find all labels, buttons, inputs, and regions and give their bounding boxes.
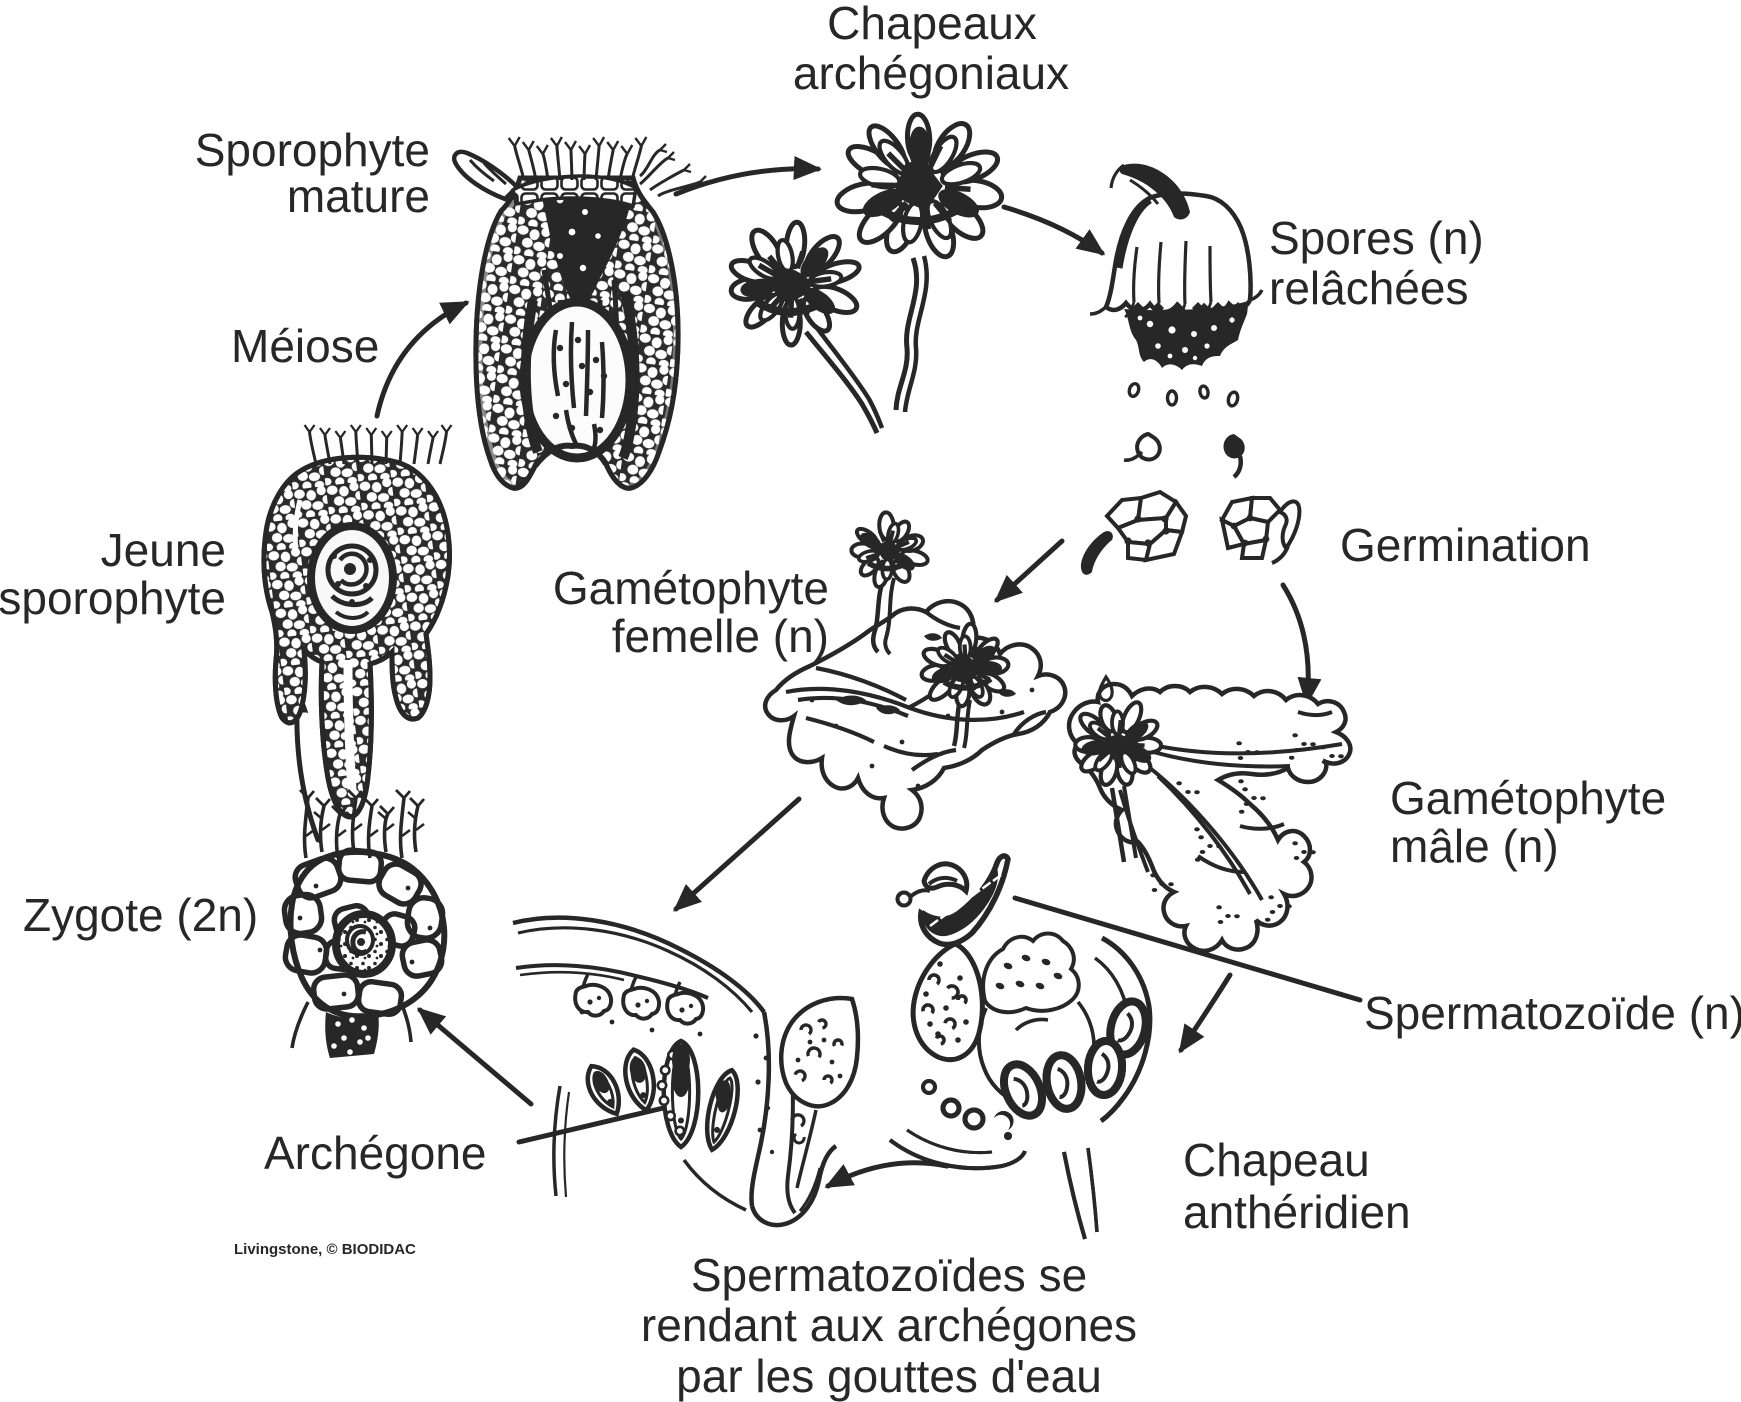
svg-text:Zygote (2n): Zygote (2n)	[23, 889, 258, 941]
svg-text:Gamétophyte: Gamétophyte	[1390, 772, 1666, 824]
svg-text:sporophyte: sporophyte	[0, 572, 226, 624]
svg-text:Livingstone, © BIODIDAC: Livingstone, © BIODIDAC	[234, 1241, 416, 1258]
svg-text:Germination: Germination	[1340, 519, 1591, 571]
svg-text:Chapeau: Chapeau	[1183, 1134, 1370, 1186]
svg-text:anthéridien: anthéridien	[1183, 1186, 1411, 1238]
svg-text:Spermatozoïde (n): Spermatozoïde (n)	[1364, 987, 1741, 1039]
svg-text:relâchées: relâchées	[1269, 262, 1468, 314]
svg-text:Jeune: Jeune	[101, 524, 226, 576]
svg-text:Chapeaux: Chapeaux	[827, 0, 1037, 49]
svg-text:femelle (n): femelle (n)	[612, 610, 829, 662]
svg-text:Gamétophyte: Gamétophyte	[553, 562, 829, 614]
svg-text:Spermatozoïdes se: Spermatozoïdes se	[691, 1249, 1087, 1301]
svg-text:archégoniaux: archégoniaux	[793, 47, 1069, 99]
svg-text:mature: mature	[287, 170, 430, 222]
svg-text:Archégone: Archégone	[264, 1127, 487, 1179]
svg-text:Spores (n): Spores (n)	[1269, 212, 1484, 264]
svg-text:par les gouttes d'eau: par les gouttes d'eau	[676, 1350, 1102, 1402]
svg-text:Méiose: Méiose	[231, 320, 379, 372]
svg-text:mâle (n): mâle (n)	[1390, 820, 1559, 872]
svg-text:Sporophyte: Sporophyte	[195, 124, 430, 176]
svg-text:rendant aux archégones: rendant aux archégones	[641, 1299, 1137, 1351]
